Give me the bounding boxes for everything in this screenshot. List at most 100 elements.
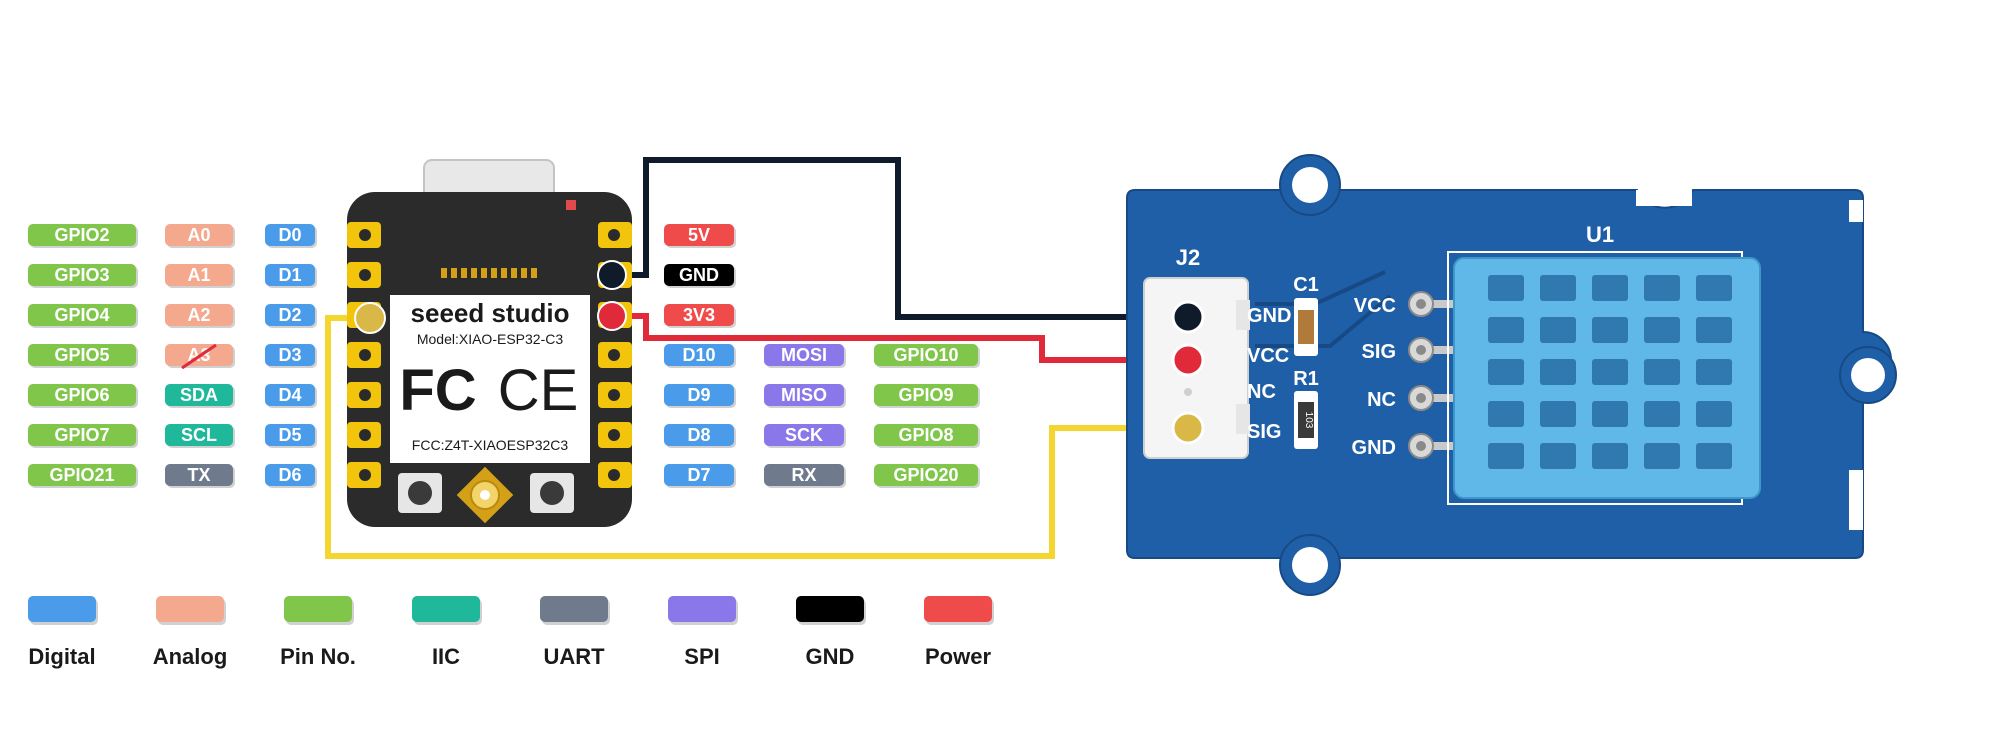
legend-label: Power bbox=[925, 644, 991, 669]
pin-label-gpio10: GPIO10 bbox=[874, 344, 980, 368]
pin-label-tx: TX bbox=[165, 464, 235, 488]
vent-slot bbox=[1644, 359, 1680, 385]
pin-label-d4: D4 bbox=[265, 384, 317, 408]
vent-slot bbox=[1644, 401, 1680, 427]
sensor-label-sig: SIG bbox=[1362, 341, 1396, 363]
legend-label: Analog bbox=[153, 644, 228, 669]
pin-label-d10-text: D10 bbox=[682, 345, 715, 365]
pin-label-gpio10-text: GPIO10 bbox=[893, 345, 958, 365]
vent-slot bbox=[1540, 317, 1576, 343]
legend-swatch bbox=[156, 596, 224, 622]
pin-label-gpio9-text: GPIO9 bbox=[898, 385, 953, 405]
xiao-board: seeed studio Model:XIAO-ESP32-C3 FC CE F… bbox=[347, 159, 632, 527]
connector-gnd-wire-end bbox=[1171, 300, 1205, 334]
sensor-label-nc: NC bbox=[1367, 389, 1396, 411]
legend-item-uart: UART bbox=[540, 596, 610, 669]
pin-label-gpio7: GPIO7 bbox=[28, 424, 138, 448]
pin-label-gnd: GND bbox=[664, 264, 736, 288]
wire-vcc bbox=[612, 313, 1185, 363]
pin-label-gpio3: GPIO3 bbox=[28, 264, 138, 288]
legend-swatch bbox=[412, 596, 480, 622]
pin-label-gpio21-text: GPIO21 bbox=[49, 465, 114, 485]
pin-label-gpio6-text: GPIO6 bbox=[54, 385, 109, 405]
pin-label-gpio7-text: GPIO7 bbox=[54, 425, 109, 445]
fcc-logo: FC bbox=[399, 358, 476, 423]
pin-label-gpio2: GPIO2 bbox=[28, 224, 138, 248]
vent-slot bbox=[1696, 401, 1732, 427]
pin-label-d2-text: D2 bbox=[278, 305, 301, 325]
pin-label-3v3: 3V3 bbox=[664, 304, 736, 328]
wires bbox=[325, 157, 1185, 559]
pin-label-d4-text: D4 bbox=[278, 385, 301, 405]
ce-logo: CE bbox=[498, 358, 579, 423]
pin-label-d3: D3 bbox=[265, 344, 317, 368]
xiao-label-area bbox=[390, 295, 590, 463]
pin-label-mosi: MOSI bbox=[764, 344, 846, 368]
legend-item-iic: IIC bbox=[412, 596, 482, 669]
pin-label-gpio5-text: GPIO5 bbox=[54, 345, 109, 365]
pin-label-a2-text: A2 bbox=[187, 305, 210, 325]
vent-slot bbox=[1592, 359, 1628, 385]
pin-label-d2: D2 bbox=[265, 304, 317, 328]
pin-label-d8-text: D8 bbox=[687, 425, 710, 445]
pin-label-d7: D7 bbox=[664, 464, 736, 488]
legend-item-digital: Digital bbox=[28, 596, 98, 669]
legend-swatch bbox=[540, 596, 608, 622]
legend-label: Digital bbox=[28, 644, 95, 669]
legend-item-power: Power bbox=[924, 596, 994, 669]
model-text: Model:XIAO-ESP32-C3 bbox=[417, 331, 563, 347]
connector-label-sig: SIG bbox=[1247, 421, 1281, 443]
vent-slot bbox=[1592, 401, 1628, 427]
vent-slot bbox=[1488, 275, 1524, 301]
pin-label-a0-text: A0 bbox=[187, 225, 210, 245]
vent-slot bbox=[1488, 359, 1524, 385]
pin-label-gpio20: GPIO20 bbox=[874, 464, 980, 488]
pin-label-sck-text: SCK bbox=[785, 425, 823, 445]
pin-label-a2: A2 bbox=[165, 304, 235, 328]
xiao-d2-wire-end bbox=[354, 302, 386, 334]
legend-label: GND bbox=[806, 644, 855, 669]
pin-label-d10: D10 bbox=[664, 344, 736, 368]
r1-label: R1 bbox=[1293, 368, 1319, 390]
vent-slot bbox=[1488, 317, 1524, 343]
pin-label-gpio3-text: GPIO3 bbox=[54, 265, 109, 285]
legend-swatch bbox=[924, 596, 992, 622]
pin-label-gpio20-text: GPIO20 bbox=[893, 465, 958, 485]
pin-label-sda: SDA bbox=[165, 384, 235, 408]
j2-label: J2 bbox=[1176, 245, 1200, 270]
connector-label-gnd: GND bbox=[1247, 305, 1291, 327]
pin-label-gpio21: GPIO21 bbox=[28, 464, 138, 488]
pin-label-sck: SCK bbox=[764, 424, 846, 448]
pin-label-d5: D5 bbox=[265, 424, 317, 448]
fcc-id-text: FCC:Z4T-XIAOESP32C3 bbox=[412, 437, 569, 453]
pin-label-a1-text: A1 bbox=[187, 265, 210, 285]
connector-vcc-wire-end bbox=[1171, 343, 1205, 377]
pin-label-sda-text: SDA bbox=[180, 385, 218, 405]
pin-label-gpio9: GPIO9 bbox=[874, 384, 980, 408]
usb-shield-pins bbox=[441, 268, 537, 278]
legend-label: UART bbox=[543, 644, 605, 669]
xiao-gnd-wire-end bbox=[597, 260, 627, 290]
pin-label-d9-text: D9 bbox=[687, 385, 710, 405]
legend-swatch bbox=[28, 596, 96, 622]
legend-label: IIC bbox=[432, 644, 460, 669]
pin-label-gpio2-text: GPIO2 bbox=[54, 225, 109, 245]
pin-label-d9: D9 bbox=[664, 384, 736, 408]
pin-label-rx: RX bbox=[764, 464, 846, 488]
pin-label-d6: D6 bbox=[265, 464, 317, 488]
brand-text: seeed studio bbox=[411, 298, 570, 328]
pin-label-gnd-text: GND bbox=[679, 265, 719, 285]
vent-slot bbox=[1592, 443, 1628, 469]
sensor-label-gnd: GND bbox=[1352, 437, 1396, 459]
vent-slot bbox=[1488, 401, 1524, 427]
pin-label-scl-text: SCL bbox=[181, 425, 217, 445]
pin-label-gpio4-text: GPIO4 bbox=[54, 305, 109, 325]
vent-slot bbox=[1488, 443, 1524, 469]
